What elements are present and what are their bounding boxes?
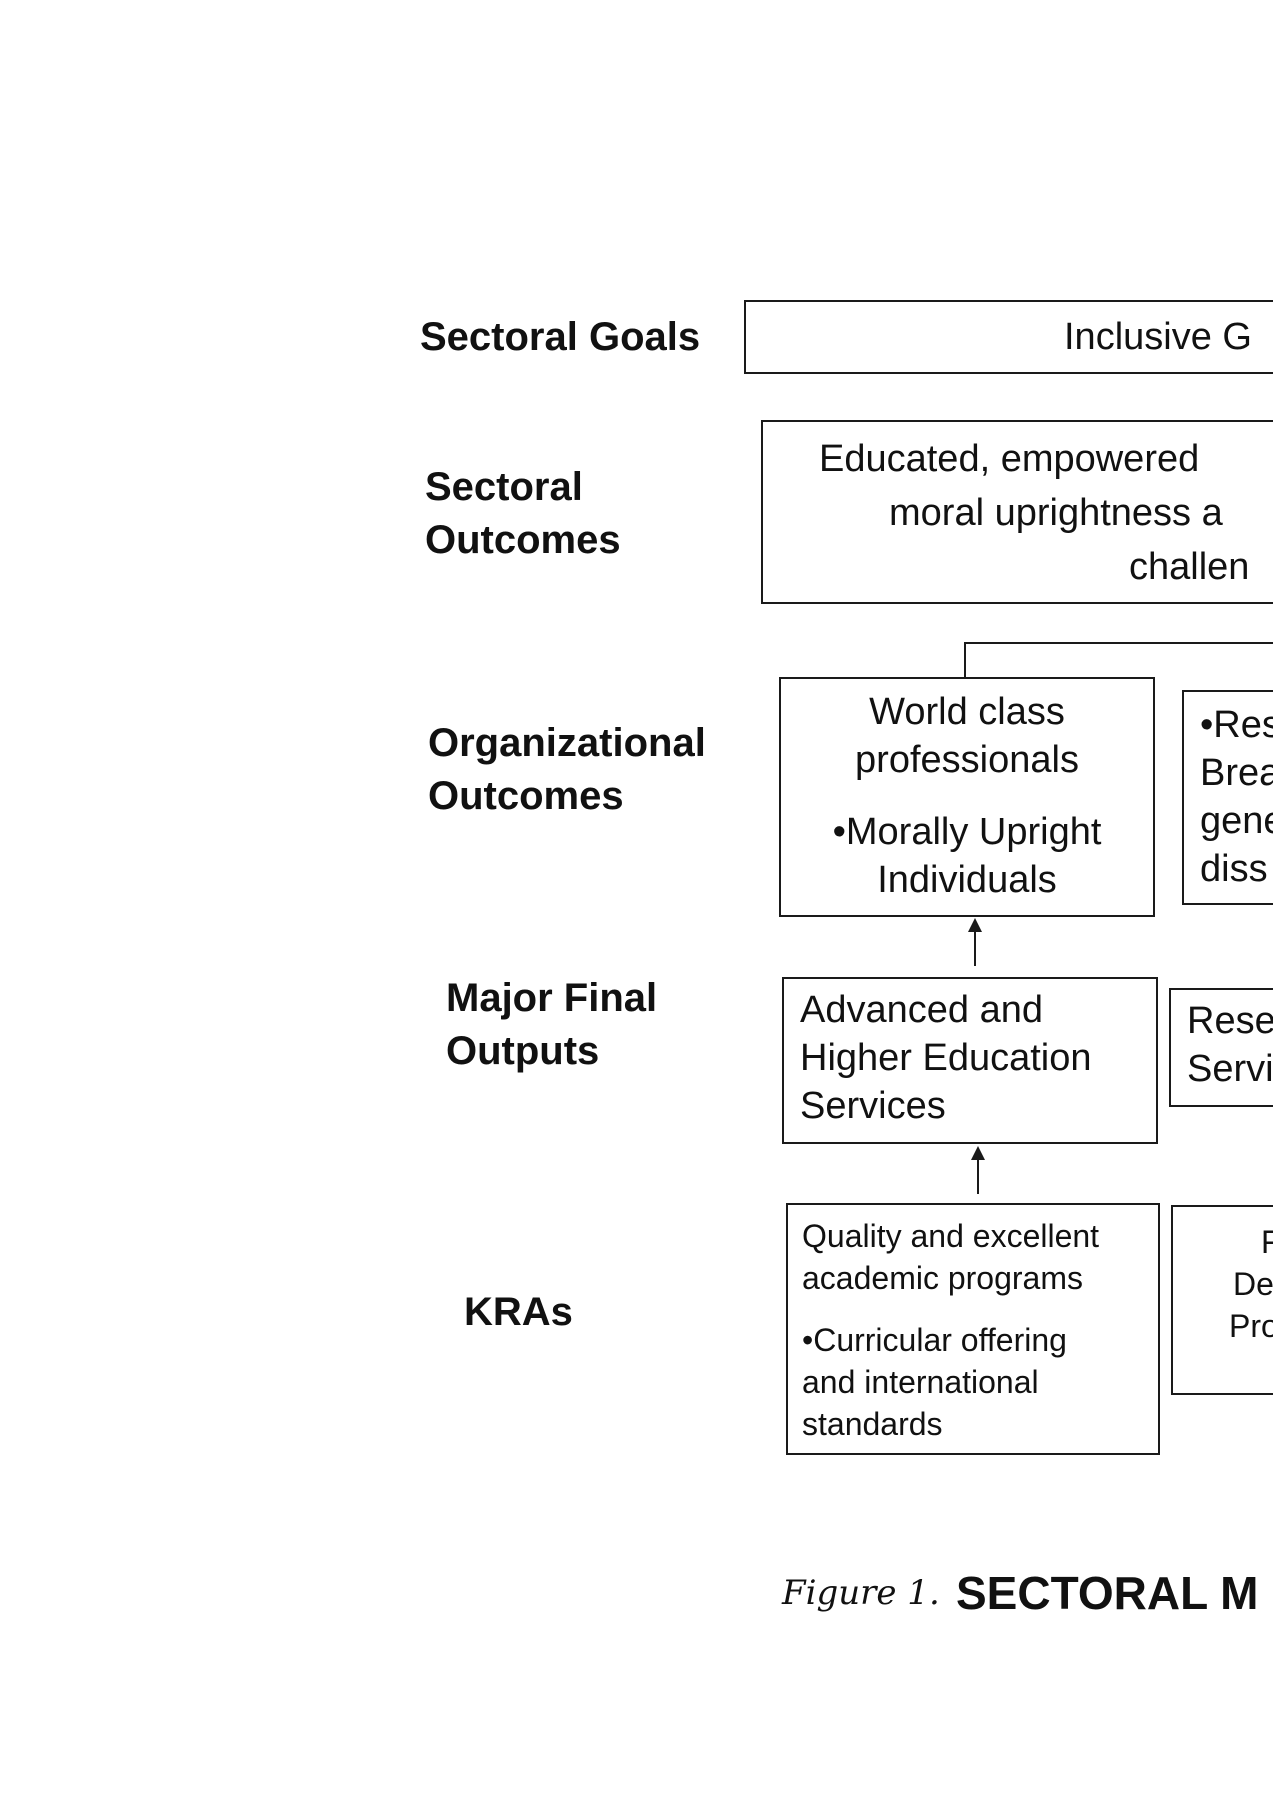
org-outcome-box-2: •Res Brea gene diss bbox=[1182, 690, 1273, 905]
kra-box-1: Quality and excellent academic programs … bbox=[786, 1203, 1160, 1455]
sectoral-outcome-box: Educated, empowered moral uprightness a … bbox=[761, 420, 1273, 604]
org-outcome-box-1: World class professionals •Morally Uprig… bbox=[779, 677, 1155, 917]
outcome-line2: moral uprightness a bbox=[889, 492, 1223, 534]
connector-horizontal bbox=[964, 642, 1273, 644]
kra1-line4: and international bbox=[802, 1364, 1039, 1400]
outcome-line3: challen bbox=[1129, 546, 1250, 588]
mfo1-line3: Services bbox=[800, 1085, 946, 1127]
kra2-line3: Pro bbox=[1229, 1308, 1273, 1344]
arrow-kra-to-mfo bbox=[977, 1158, 979, 1194]
kra2-line2: De bbox=[1233, 1266, 1273, 1302]
label-sectoral-outcomes-line1: Sectoral bbox=[425, 465, 583, 509]
org1-line4: Individuals bbox=[877, 859, 1057, 901]
org1-line2: professionals bbox=[855, 739, 1079, 781]
label-mfo-line1: Major Final bbox=[446, 976, 658, 1020]
mfo2-line2: Servi bbox=[1187, 1048, 1273, 1090]
label-mfo-line2: Outputs bbox=[446, 1029, 600, 1073]
org2-line2: Brea bbox=[1200, 752, 1273, 794]
org2-line3: gene bbox=[1200, 800, 1273, 842]
mfo-box-2: Rese Servi bbox=[1169, 988, 1273, 1107]
connector-vertical bbox=[964, 642, 966, 680]
sectoral-goal-box: Inclusive G bbox=[744, 300, 1273, 374]
label-sectoral-outcomes-line2: Outcomes bbox=[425, 518, 621, 562]
kra1-line1: Quality and excellent bbox=[802, 1218, 1100, 1254]
mfo1-line1: Advanced and bbox=[800, 989, 1043, 1031]
label-sectoral-goals: Sectoral Goals bbox=[420, 315, 701, 359]
kra1-line3: •Curricular offering bbox=[802, 1322, 1067, 1358]
org2-line4: diss bbox=[1200, 848, 1268, 890]
sectoral-goal-text: Inclusive G bbox=[1064, 316, 1252, 358]
org1-line3: •Morally Upright bbox=[832, 811, 1102, 853]
figure-caption-title: SECTORAL M bbox=[956, 1567, 1259, 1619]
kra1-line5: standards bbox=[802, 1406, 943, 1442]
mfo1-line2: Higher Education bbox=[800, 1037, 1092, 1079]
mfo2-line1: Rese bbox=[1187, 1000, 1273, 1042]
org1-line1: World class bbox=[869, 691, 1065, 733]
arrow-mfo-to-org bbox=[974, 930, 976, 966]
label-org-outcomes-line1: Organizational bbox=[428, 721, 706, 765]
arrow-up-icon-2 bbox=[971, 1146, 985, 1160]
kra1-line2: academic programs bbox=[802, 1260, 1083, 1296]
label-kras: KRAs bbox=[464, 1290, 573, 1334]
org2-line1: •Res bbox=[1200, 704, 1273, 746]
kra2-line1: F bbox=[1261, 1224, 1273, 1260]
figure-caption-prefix: Figure 1. bbox=[782, 1573, 940, 1613]
arrow-up-icon bbox=[968, 918, 982, 932]
outcome-line1: Educated, empowered bbox=[819, 438, 1200, 480]
kra-box-2: F De Pro bbox=[1171, 1205, 1273, 1395]
mfo-box-1: Advanced and Higher Education Services bbox=[782, 977, 1158, 1144]
label-org-outcomes-line2: Outcomes bbox=[428, 774, 624, 818]
